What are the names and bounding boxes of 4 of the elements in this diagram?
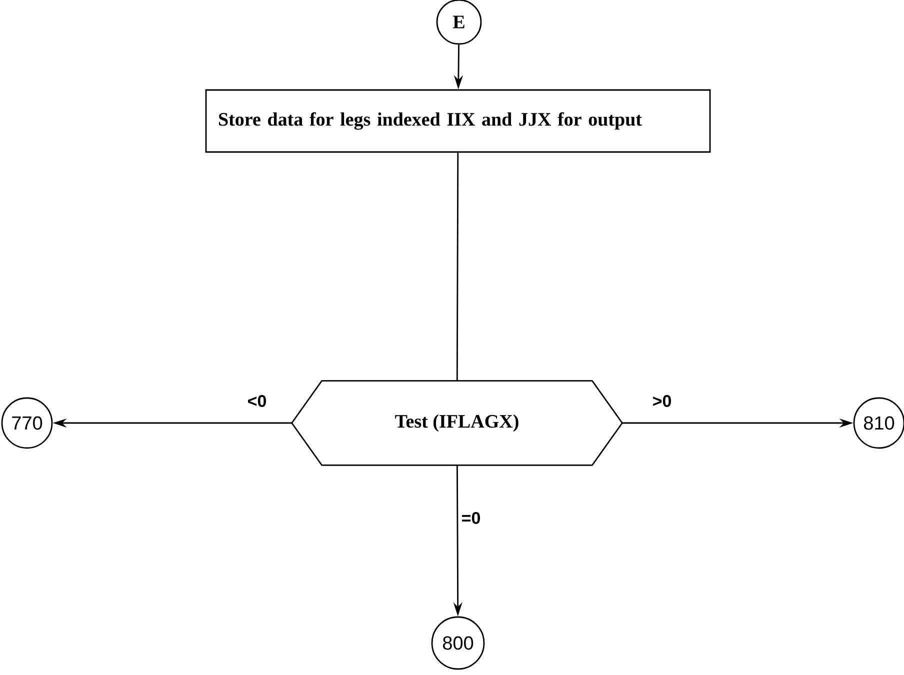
- edge-label: >0: [651, 394, 673, 408]
- process-box: Store data for legs indexed IIX and JJX for output: [205, 89, 711, 153]
- edge-label: <0: [246, 394, 268, 408]
- edge-label: =0: [460, 511, 482, 526]
